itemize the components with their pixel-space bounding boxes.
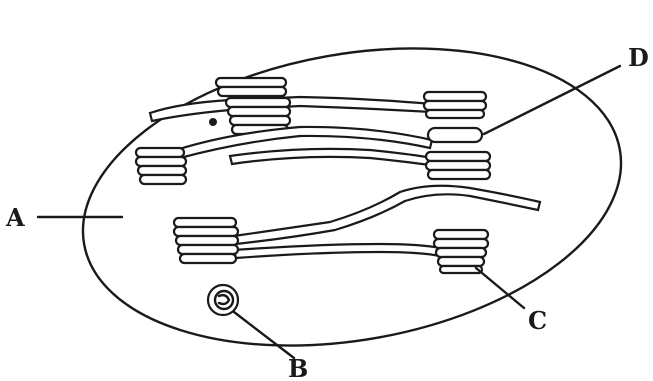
granum	[424, 92, 486, 118]
granum	[136, 148, 186, 184]
granum-row-3	[174, 186, 540, 273]
label-D: D	[628, 43, 649, 72]
label-C: C	[528, 306, 547, 335]
label-A: A	[5, 203, 25, 232]
stroma-lamella	[234, 186, 540, 244]
stroma-lamella	[234, 244, 440, 258]
leader-line-C	[476, 268, 524, 308]
label-B: B	[288, 354, 308, 381]
granum	[434, 230, 488, 273]
granum	[426, 152, 490, 179]
chloroplast-envelope	[59, 9, 644, 381]
stroma-lamella	[230, 149, 432, 165]
granum-row-2	[136, 127, 490, 184]
particle-B	[208, 285, 238, 315]
granum	[216, 78, 286, 96]
granum-row-1	[150, 78, 486, 134]
single-thylakoid-D	[428, 128, 482, 142]
leader-line-B	[234, 312, 294, 358]
dot	[209, 118, 217, 126]
granum	[174, 218, 238, 263]
